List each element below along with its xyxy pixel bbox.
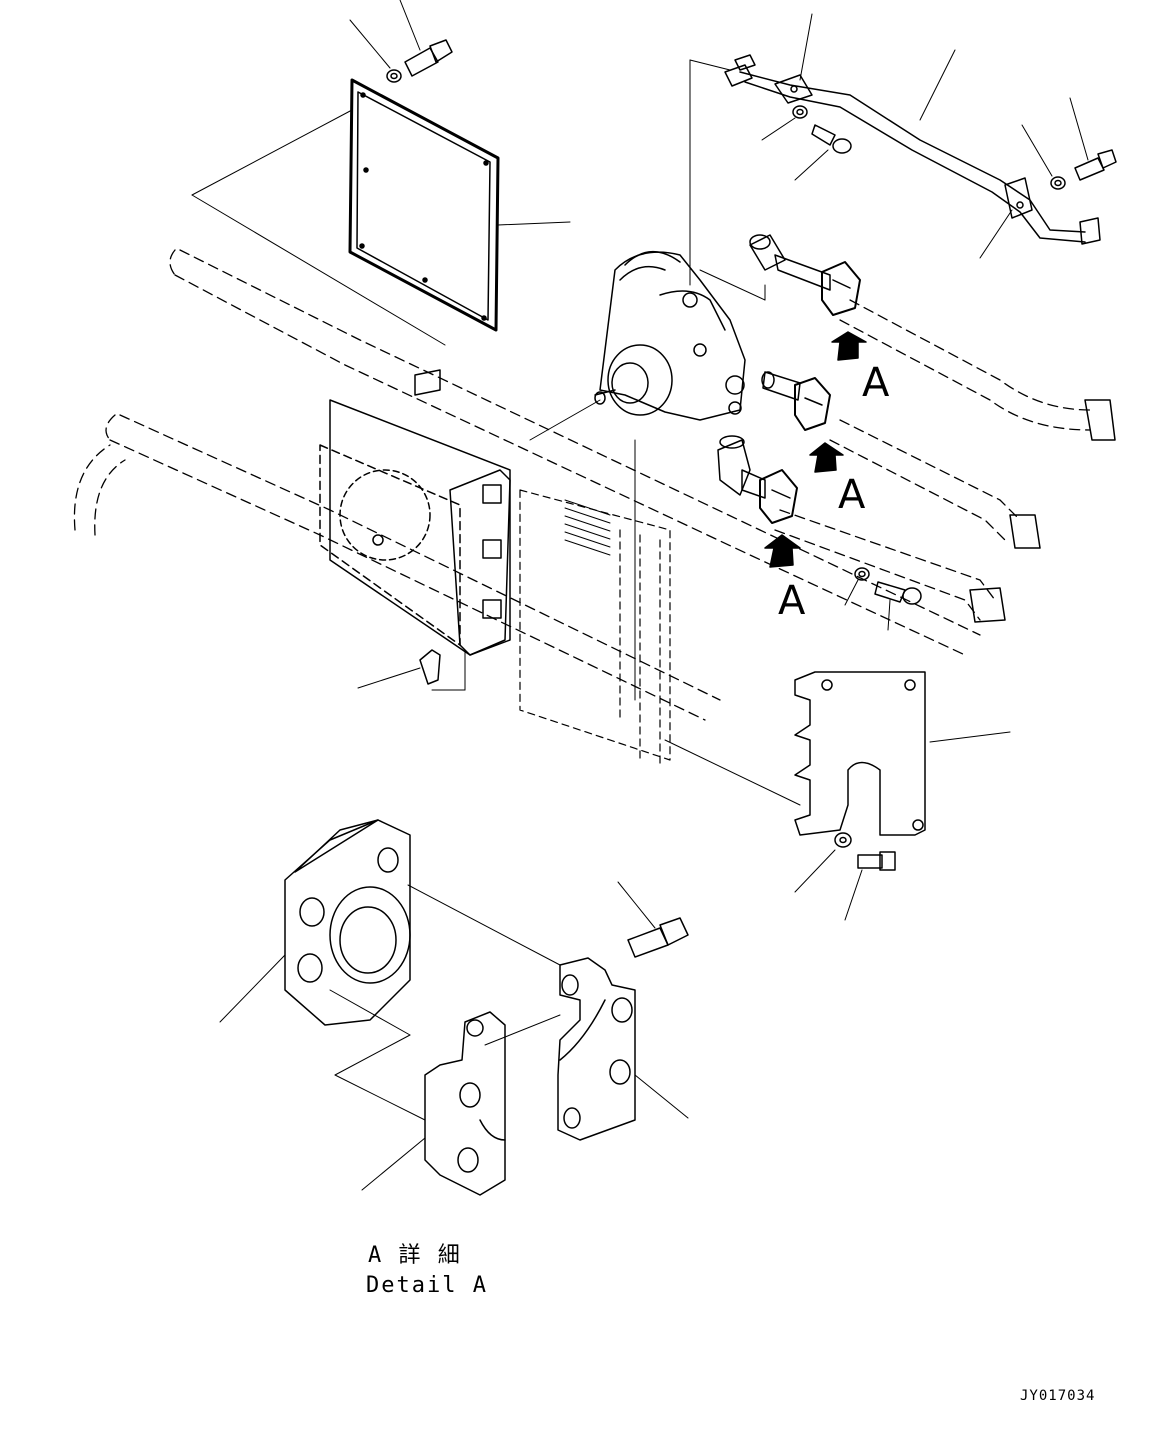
- hose-fitting-top: [749, 234, 831, 291]
- hose-bolt: [844, 567, 922, 631]
- hose-fitting-lower: [717, 435, 766, 499]
- detail-caption-jp: A 詳 細: [368, 1243, 462, 1268]
- arrow-a-3: [764, 534, 801, 568]
- arrow-label-2: A: [838, 472, 866, 518]
- gasket-leader-lines: [191, 109, 571, 346]
- cover-plate: [794, 671, 1011, 836]
- harness-bolt-left: [761, 105, 852, 181]
- harness-bolt-right: [1021, 97, 1117, 190]
- wiring-harness: [724, 54, 1101, 245]
- clamp-lower: [759, 469, 798, 524]
- harness-leader-lines: [799, 13, 1013, 259]
- gasket-part: [348, 78, 500, 332]
- hydraulic-pump: [594, 250, 746, 421]
- arrow-a-1: [831, 331, 867, 361]
- clamp-middle: [794, 377, 831, 431]
- arrow-label-3: A: [778, 578, 806, 624]
- drawing-code: JY017034: [1020, 1388, 1095, 1404]
- pipe-end-fittings: [969, 399, 1116, 623]
- detail-flange: [219, 819, 411, 1026]
- small-clip: [357, 649, 441, 689]
- bracket-plate: [319, 369, 511, 656]
- arrow-a-2: [809, 442, 844, 473]
- split-flange-half-left: [361, 1011, 506, 1196]
- split-flange-half-right: [557, 957, 689, 1141]
- arrow-label-1: A: [862, 360, 890, 406]
- cover-bolt: [794, 832, 896, 921]
- radiator-grille: [564, 499, 611, 556]
- detail-caption-en: Detail A: [366, 1273, 488, 1298]
- clamp-top: [821, 261, 861, 316]
- dashed-pipes: [73, 249, 1091, 721]
- detail-leader-lines: [329, 884, 561, 1121]
- top-bolt: [349, 0, 453, 83]
- hose-fitting-middle: [761, 371, 801, 401]
- radiator-frame: [519, 489, 671, 766]
- detail-bolt: [617, 881, 689, 958]
- bracket-leader-lines: [431, 59, 801, 806]
